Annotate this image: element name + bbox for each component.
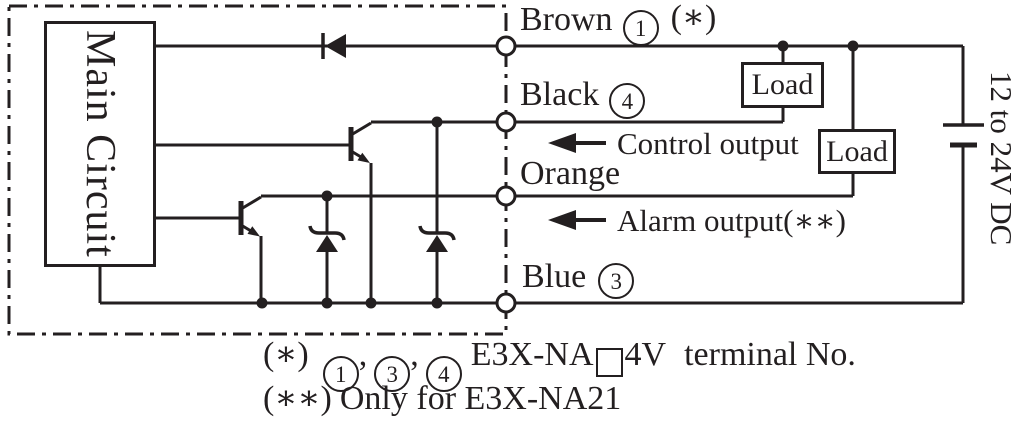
circled-terminal-number: 4 — [425, 356, 462, 392]
blue-wire — [98, 267, 963, 305]
circled-terminal-number: 3 — [598, 263, 635, 299]
enclosure-dashed-border — [7, 4, 508, 336]
circled-terminal-number: 1 — [322, 356, 359, 392]
blue-wire-label: Blue 3 — [522, 258, 635, 299]
control-output-transistor — [156, 121, 373, 303]
reverse-polarity-diode — [321, 33, 346, 59]
load-label: Load — [751, 68, 814, 101]
circled-terminal-number: 1 — [622, 10, 659, 46]
zener-diode-control — [418, 122, 456, 303]
main-circuit-box: Main Circuit — [44, 21, 156, 267]
control-output-label: Control output — [617, 125, 799, 161]
alarm-output-transistor — [156, 195, 263, 303]
model-suffix: 4V — [624, 336, 667, 373]
wire-color-name: Black — [520, 76, 600, 113]
footnote-mark: (∗) — [670, 0, 717, 36]
left-arrow-icon — [548, 133, 576, 153]
junction-dots — [256, 40, 859, 309]
arrow-tail — [576, 141, 606, 145]
footnote-line1: (∗) 1 , 3 , 4 E3X-NA 4V terminal No. — [263, 338, 856, 392]
brown-wire-label: Brown 1 (∗) — [520, 0, 717, 46]
footnote-text: Only for E3X-NA21 — [339, 380, 622, 417]
terminal-black — [495, 111, 517, 133]
model-placeholder-square — [595, 348, 623, 377]
wire-color-name: Orange — [520, 155, 621, 192]
footnote-mark: (∗∗) — [263, 380, 332, 417]
zener-diode-alarm — [308, 196, 346, 303]
load-box-bottom: Load — [818, 129, 896, 174]
brown-wire — [156, 44, 965, 303]
main-circuit-label: Main Circuit — [77, 30, 123, 258]
terminal-brown — [495, 35, 517, 57]
arrow-tail — [576, 218, 606, 222]
left-arrow-icon — [548, 210, 576, 230]
wire-color-name: Brown — [520, 1, 613, 38]
power-supply-label: 12 to 24V DC — [984, 70, 1019, 246]
orange-wire-label: Orange — [520, 157, 620, 191]
alarm-output-label: Alarm output(∗∗) — [617, 202, 846, 238]
circled-terminal-number: 3 — [374, 356, 411, 392]
circled-terminal-number: 4 — [609, 83, 646, 119]
comma: , — [358, 336, 368, 373]
dc-battery-symbol — [943, 123, 984, 148]
comma: , — [410, 336, 419, 373]
footnote-mark: (∗) — [263, 336, 309, 373]
wire-color-name: Blue — [522, 258, 587, 295]
footnote-text: terminal No. — [684, 336, 856, 373]
model-prefix: E3X-NA — [470, 336, 594, 373]
control-output-annotation: Control output — [548, 128, 799, 159]
footnote-line2: (∗∗) Only for E3X-NA21 — [263, 382, 621, 416]
terminal-blue — [495, 292, 517, 314]
load-label: Load — [826, 134, 888, 168]
black-wire-label: Black 4 — [520, 76, 646, 119]
load-box-top: Load — [741, 62, 824, 108]
alarm-output-annotation: Alarm output(∗∗) — [548, 205, 846, 236]
terminal-circles — [495, 35, 517, 314]
terminal-orange — [495, 185, 517, 207]
